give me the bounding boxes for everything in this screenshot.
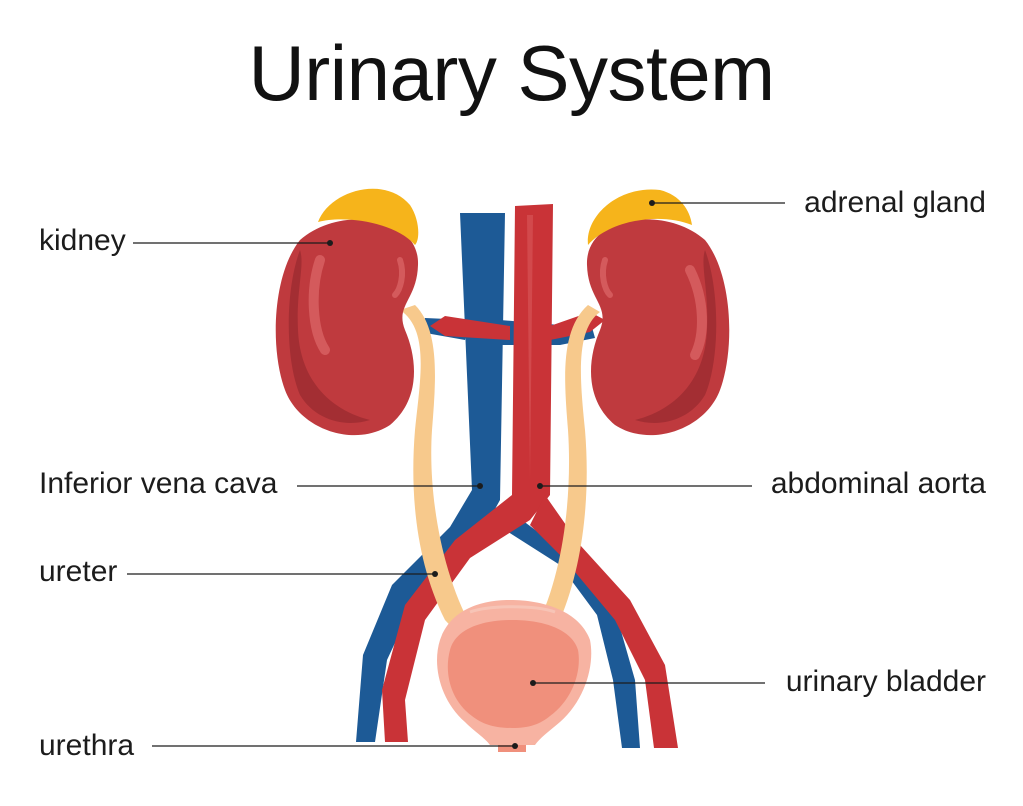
ureter-shape [400, 305, 600, 636]
leader-lines [127, 202, 785, 747]
left-adrenal-gland-shape [318, 188, 419, 245]
label-abdominal-aorta: abdominal aorta [770, 467, 986, 500]
label-urinary-bladder: urinary bladder [785, 665, 986, 698]
leader-dots [327, 200, 655, 749]
label-kidney: kidney [39, 224, 126, 257]
right-kidney-shape [586, 219, 730, 436]
label-urethra: urethra [39, 729, 135, 762]
label-adrenal-gland: adrenal gland [804, 186, 986, 219]
urinary-bladder-shape [437, 600, 592, 752]
left-kidney-shape [275, 219, 419, 436]
label-ureter: ureter [39, 555, 118, 588]
page-title: Urinary System [248, 29, 775, 117]
label-inferior-vena-cava: Inferior vena cava [39, 467, 278, 500]
